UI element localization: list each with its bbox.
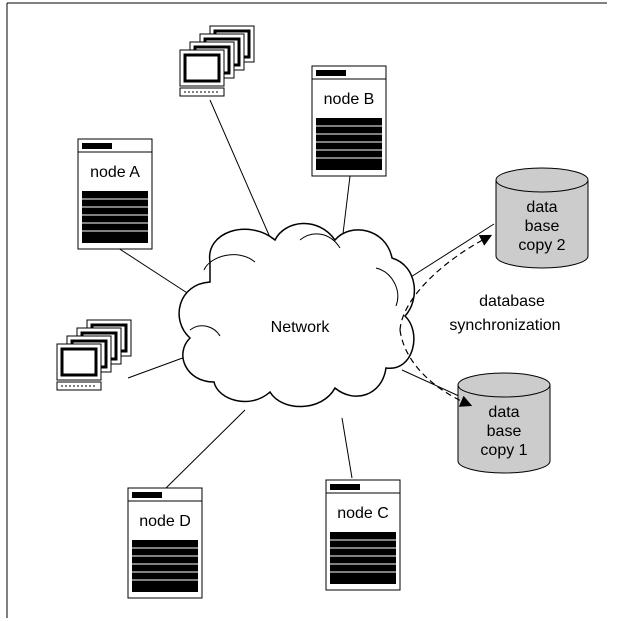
node-c: node C (325, 479, 401, 591)
database-copy-1: data base copy 1 (457, 372, 551, 474)
server-icon (325, 479, 401, 591)
database-icon (457, 372, 551, 474)
node-b: node B (311, 65, 387, 177)
node-c-label: node C (337, 505, 389, 522)
link-node-c (341, 417, 353, 479)
sync-label-line-2: synchronization (449, 317, 560, 334)
database-copy-2: data base copy 2 (495, 167, 589, 269)
node-d-label: node D (139, 513, 191, 530)
db2-line-2: base (525, 218, 560, 235)
server-icon (127, 487, 203, 599)
link-node-a (114, 245, 199, 301)
link-db2 (402, 223, 495, 283)
database-icon (495, 167, 589, 269)
workstation-cluster-icon (179, 25, 255, 97)
link-node-b (341, 175, 351, 243)
sync-arrows (399, 234, 493, 407)
sync-label-line-1: database (479, 293, 545, 310)
node-d: node D (127, 487, 203, 599)
db1-line-2: base (487, 423, 522, 440)
workstation-cluster-icon (56, 319, 132, 391)
link-top-workstations (209, 99, 273, 243)
link-left-workstations (127, 355, 189, 379)
node-a: node A (77, 138, 153, 250)
sync-arrow-to-copy1 (399, 329, 473, 407)
node-b-label: node B (324, 91, 375, 108)
db2-line-3: copy 2 (518, 237, 565, 254)
db1-line-1: data (488, 404, 519, 421)
sync-arrow-to-copy2 (399, 234, 493, 331)
link-node-d (165, 409, 246, 489)
cloud-icon: Network (178, 222, 416, 408)
server-icon (77, 138, 153, 250)
db1-line-3: copy 1 (480, 442, 527, 459)
cloud-label: Network (271, 319, 331, 336)
connections (114, 99, 495, 489)
db2-line-1: data (526, 199, 557, 216)
node-a-label: node A (90, 164, 140, 181)
server-icon (311, 65, 387, 177)
